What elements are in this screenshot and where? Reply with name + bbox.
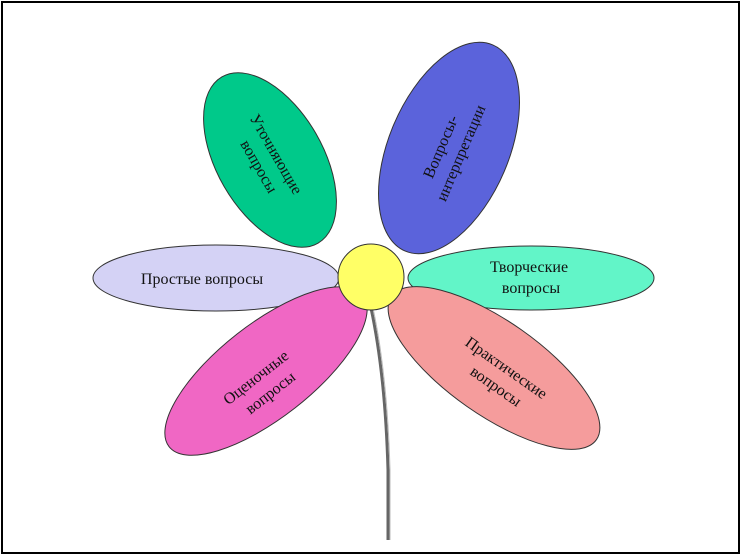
- petal-evaluative: Оценочные вопросы: [164, 286, 368, 456]
- petal-creative-line-1: Творческие: [490, 259, 568, 276]
- petal-interpretation-shape: [378, 41, 520, 255]
- petal-interpretation: Вопросы- интерпретации: [378, 41, 520, 255]
- petal-creative-shape: [407, 245, 655, 311]
- petal-simple-label: Простые вопросы: [141, 271, 263, 288]
- flower-stem-highlight: [372, 307, 391, 540]
- petal-clarifying: Уточняющие вопросы: [203, 72, 337, 248]
- petal-creative-label: Творческие вопросы: [490, 259, 572, 297]
- flower-center: [337, 243, 405, 311]
- petal-simple-line-1: Простые вопросы: [141, 271, 263, 288]
- flower-stem: [369, 307, 390, 540]
- petal-clarifying-shape: [203, 72, 337, 248]
- petal-creative-line-2: вопросы: [502, 280, 561, 297]
- petal-creative: Творческие вопросы: [407, 245, 655, 311]
- petal-simple: Простые вопросы: [92, 244, 340, 312]
